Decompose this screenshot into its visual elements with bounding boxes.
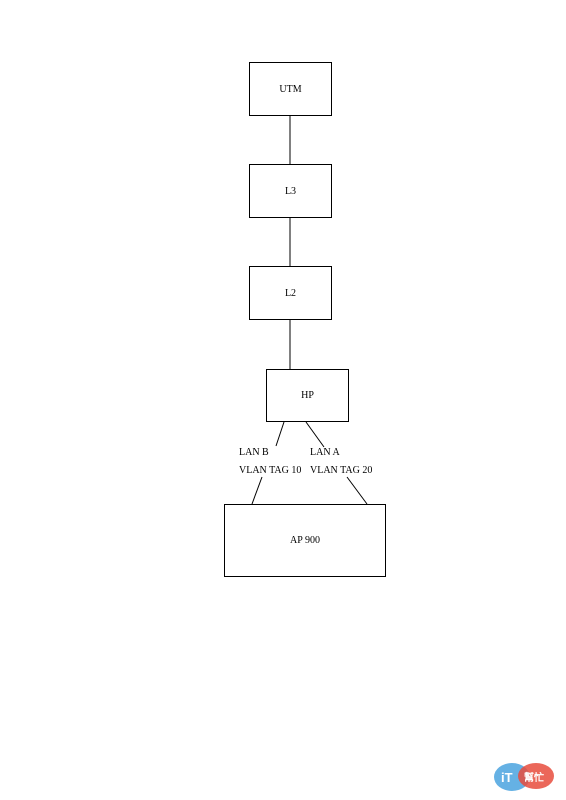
link-hp-lan-b-upper xyxy=(275,421,285,447)
ithome-logo-watermark: iT 幫忙 xyxy=(492,758,558,794)
link-hp-lan-a-upper xyxy=(305,421,325,448)
vlan-a-label: VLAN TAG 20 xyxy=(310,465,373,476)
link-lan-b-ap xyxy=(251,476,263,505)
svg-text:iT: iT xyxy=(501,770,513,785)
hp-switch-node: HP xyxy=(266,369,349,422)
utm-label: UTM xyxy=(279,83,302,95)
utm-node: UTM xyxy=(249,62,332,116)
lan-a-label: LAN A xyxy=(310,447,340,458)
ap-node: AP 900 xyxy=(224,504,386,577)
l2-label: L2 xyxy=(284,287,297,299)
l3-switch-node: L3 xyxy=(249,164,332,218)
hp-label: HP xyxy=(301,390,314,401)
svg-text:幫忙: 幫忙 xyxy=(524,771,544,784)
ap-label: AP 900 xyxy=(290,535,320,546)
link-lan-a-ap xyxy=(346,476,368,505)
lan-b-label: LAN B xyxy=(239,447,269,458)
l3-label: L3 xyxy=(284,185,297,197)
vlan-b-label: VLAN TAG 10 xyxy=(239,465,302,476)
l2-switch-node: L2 xyxy=(249,266,332,320)
